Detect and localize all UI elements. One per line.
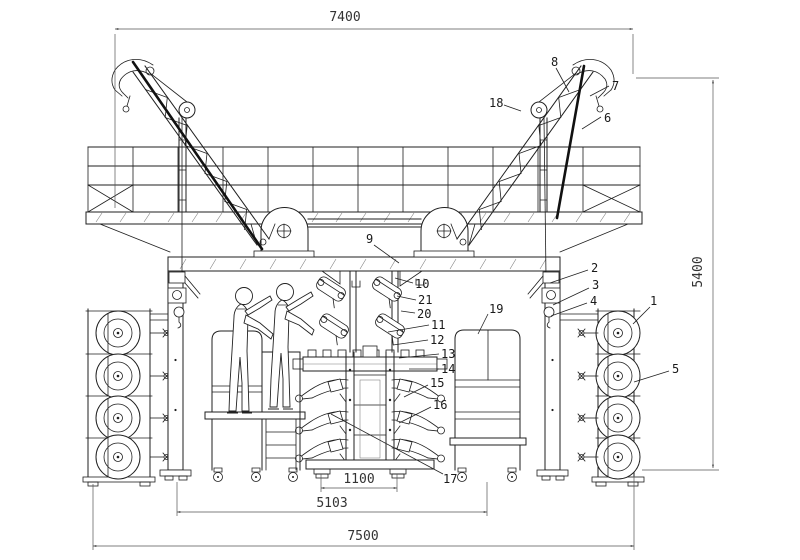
- dim-bottom-width: 7500: [347, 529, 378, 544]
- callout-5: 5: [672, 362, 679, 376]
- callout-1: 1: [650, 294, 657, 308]
- worker-figure-2: [267, 283, 315, 410]
- central-column: [295, 351, 445, 479]
- spool-rack-left: [82, 308, 171, 487]
- mast-left: [149, 72, 196, 279]
- upper-stranding-units: [310, 270, 425, 353]
- callout-2: 2: [591, 261, 598, 275]
- boom-right: [450, 65, 594, 246]
- callout-9: 9: [366, 232, 373, 246]
- callout-3: 3: [592, 278, 599, 292]
- clamp-table: [292, 345, 448, 372]
- callout-21: 21: [418, 293, 432, 307]
- callout-17: 17: [443, 472, 457, 486]
- callout-14: 14: [441, 362, 455, 376]
- winch-unit-left: [167, 271, 201, 329]
- boom-head-left: [111, 59, 155, 113]
- dimension-lines: 7400 5400 1100 5103 7500: [92, 10, 719, 550]
- dim-base-center: 1100: [343, 472, 374, 487]
- callout-labels: 8 7 18 6 9 2 3 4 1 5 10 21 20 11 12 13 1…: [366, 55, 679, 486]
- spool-rack-right: [559, 308, 645, 487]
- winch-unit-right: [527, 271, 561, 329]
- stay-cable-left: [131, 60, 264, 251]
- worker-figure-1: [226, 287, 274, 414]
- callout-leaders: [330, 67, 670, 475]
- boom-head-right: [571, 59, 615, 113]
- stay-cable-right: [555, 64, 586, 220]
- dim-top-width: 7400: [329, 10, 360, 25]
- access-platform-right: [449, 329, 527, 482]
- callout-10: 10: [415, 277, 429, 291]
- dim-base-mid: 5103: [316, 496, 347, 511]
- callout-15: 15: [430, 376, 444, 390]
- callout-18: 18: [489, 96, 503, 110]
- callout-19: 19: [489, 302, 503, 316]
- callout-13: 13: [441, 347, 455, 361]
- main-frame: [159, 256, 569, 481]
- callout-20: 20: [417, 307, 431, 321]
- callout-6: 6: [604, 111, 611, 125]
- callout-11: 11: [431, 318, 445, 332]
- dim-right-height: 5400: [691, 256, 706, 287]
- top-walkway-railing: [87, 146, 641, 213]
- callout-12: 12: [430, 333, 444, 347]
- callout-4: 4: [590, 294, 597, 308]
- capstan-housings: [253, 207, 475, 258]
- callout-8: 8: [551, 55, 558, 69]
- callout-16: 16: [433, 398, 447, 412]
- mast-right: [530, 72, 577, 277]
- callout-7: 7: [612, 79, 619, 93]
- top-walkway-deck: [85, 211, 643, 253]
